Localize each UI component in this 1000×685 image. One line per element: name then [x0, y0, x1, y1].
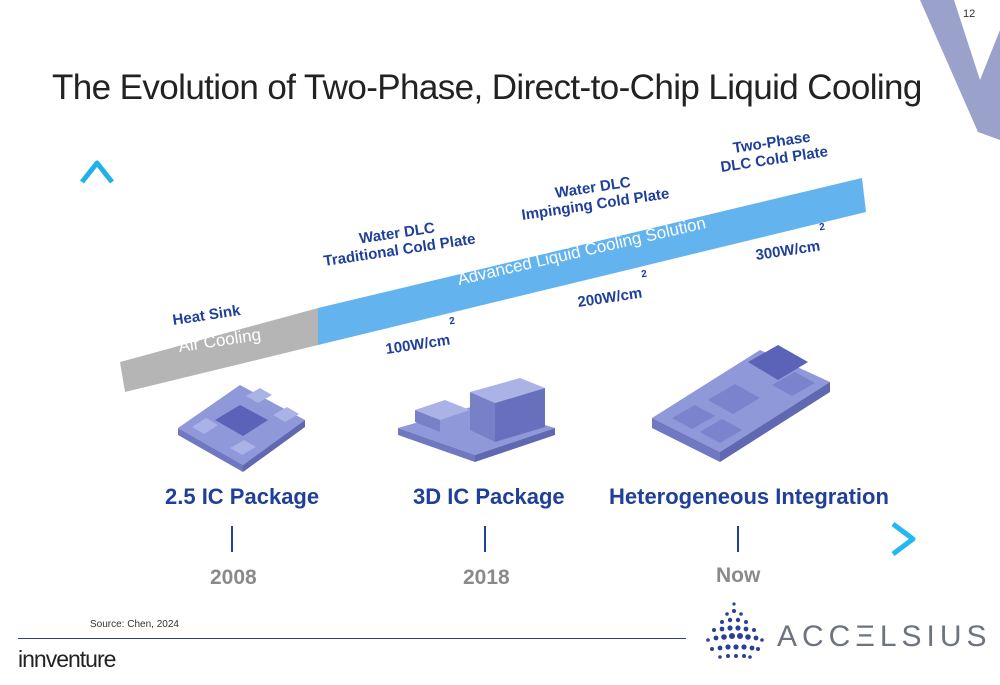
- accelsius-logo: ACCΞLSIUS: [777, 620, 992, 653]
- package-3d: 3D IC Package: [413, 484, 565, 509]
- footer-divider: [18, 638, 686, 639]
- y-axis-arrowhead: [80, 160, 114, 184]
- year-2018: 2018: [463, 566, 510, 589]
- page-title: The Evolution of Two-Phase, Direct-to-Ch…: [52, 68, 922, 107]
- innventure-logo: innventure: [18, 646, 116, 672]
- v-logo-icon: [920, 0, 1000, 140]
- package-2-5d: 2.5 IC Package: [165, 484, 320, 509]
- liquid-cooling-band: [318, 178, 866, 345]
- chip-3d-icon: [398, 378, 555, 462]
- x-axis-arrowhead: [891, 522, 916, 556]
- chip-2-5d-icon: [178, 385, 305, 472]
- chip-heterogeneous-icon: [652, 345, 830, 462]
- air-cooling-band: [120, 308, 318, 392]
- year-2008: 2008: [210, 566, 257, 589]
- accelsius-dots-icon: [706, 602, 764, 659]
- source-note: Source: Chen, 2024: [90, 619, 179, 630]
- year-now: Now: [716, 564, 761, 587]
- package-heterogeneous: Heterogeneous Integration: [609, 484, 889, 509]
- slide-number: 12: [963, 8, 976, 20]
